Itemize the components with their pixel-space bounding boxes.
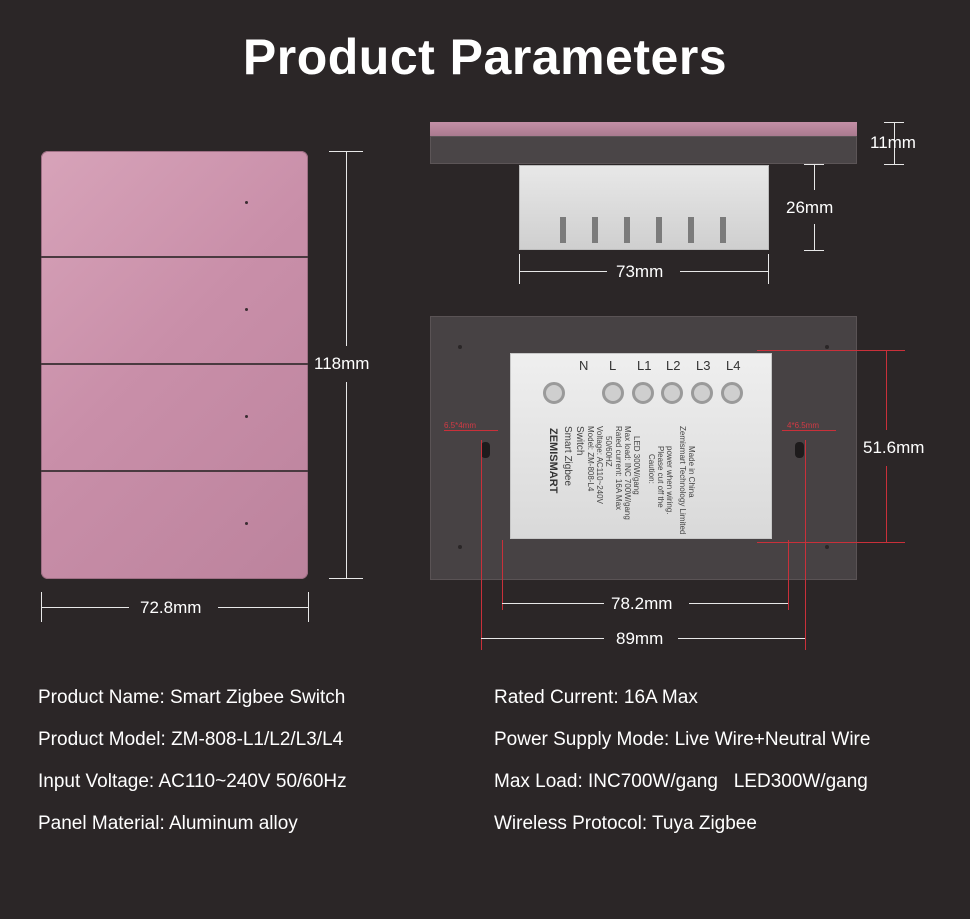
- side-depth-label: 26mm: [786, 198, 834, 217]
- gang-button-1: [41, 151, 308, 258]
- side-view-panel-edge: [430, 122, 857, 137]
- hole-left-label: 6.5*4mm: [444, 421, 477, 430]
- zigbee-module: N L L1 L2 L3 L4 ZEMISMART Smart Zigbee S…: [510, 353, 772, 539]
- module-slot: [688, 217, 694, 243]
- spec-input-voltage: Input Voltage: AC110~240V 50/60Hz: [38, 771, 347, 792]
- switch-front-panel: [41, 151, 308, 579]
- terminal-label: L1: [637, 358, 652, 373]
- module-slot: [656, 217, 662, 243]
- terminal-label: L2: [666, 358, 681, 373]
- dim-tick: [768, 254, 769, 284]
- module-slot: [592, 217, 598, 243]
- gang-button-4: [41, 472, 308, 577]
- module-text: Caution:: [647, 454, 656, 484]
- terminal-label: L: [609, 358, 617, 373]
- spec-max-load: Max Load: INC700W/gang LED300W/gang: [494, 771, 868, 792]
- terminal-screw: [602, 382, 624, 404]
- module-text: Made in China: [687, 446, 696, 498]
- module-text: Switch: [574, 426, 585, 456]
- indicator-dot: [245, 522, 248, 525]
- terminal-screw: [661, 382, 683, 404]
- red-line: [886, 466, 887, 542]
- dim-line: [680, 271, 768, 272]
- dim-tick: [308, 592, 309, 622]
- red-line: [757, 542, 905, 543]
- dim-line: [689, 603, 788, 604]
- terminal-label: L4: [726, 358, 741, 373]
- mount-hole: [795, 442, 804, 458]
- module-slot: [720, 217, 726, 243]
- module-text: Model: ZM-808-L4: [586, 426, 595, 492]
- dim-tick: [329, 578, 363, 579]
- gang-button-3: [41, 365, 308, 472]
- mount-hole: [481, 442, 490, 458]
- module-text: 50/60HZ: [604, 436, 613, 467]
- module-text: Max load: INC 700W/gang: [623, 426, 632, 520]
- module-text: Smart Zigbee: [562, 426, 573, 487]
- indicator-dot: [245, 201, 248, 204]
- screw-point: [458, 345, 462, 349]
- red-line: [805, 440, 806, 650]
- screw-point: [825, 345, 829, 349]
- indicator-dot: [245, 308, 248, 311]
- dim-line: [41, 607, 129, 608]
- panel-width-label: 72.8mm: [140, 598, 202, 617]
- module-slot: [560, 217, 566, 243]
- dim-tick: [884, 164, 904, 165]
- module-brand: ZEMISMART: [547, 428, 559, 494]
- module-text: power when wiring.: [665, 446, 674, 515]
- red-line: [886, 350, 887, 430]
- side-thickness-label: 11mm: [870, 133, 916, 152]
- page-title: Product Parameters: [242, 29, 728, 85]
- module-text: LED 300W/gang: [632, 436, 641, 495]
- module-text: Voltage: AC110~240V: [595, 426, 604, 504]
- red-line: [788, 540, 789, 610]
- back-height-label: 51.6mm: [863, 438, 925, 457]
- dim-line: [481, 638, 604, 639]
- terminal-screw: [632, 382, 654, 404]
- screw-point: [458, 545, 462, 549]
- module-text: Rated current: 16A Max: [614, 426, 623, 511]
- dim-line: [346, 151, 347, 346]
- red-line: [502, 540, 503, 610]
- spec-wireless-protocol: Wireless Protocol: Tuya Zigbee: [494, 813, 757, 834]
- terminal-screw: [721, 382, 743, 404]
- side-view-frame: [430, 136, 857, 164]
- module-text: Please cut off the: [656, 446, 665, 508]
- spec-rated-current: Rated Current: 16A Max: [494, 687, 698, 708]
- module-text: Zemismart Technology Limited: [678, 426, 687, 535]
- spec-power-supply: Power Supply Mode: Live Wire+Neutral Wir…: [494, 729, 871, 750]
- dim-line: [678, 638, 805, 639]
- dim-tick: [519, 254, 520, 284]
- red-line: [782, 430, 836, 431]
- terminal-screw: [691, 382, 713, 404]
- back-width-outer-label: 89mm: [616, 629, 664, 648]
- red-line: [757, 350, 905, 351]
- terminal-label: L3: [696, 358, 711, 373]
- dim-line: [894, 122, 895, 164]
- dim-tick: [804, 250, 824, 251]
- side-width-label: 73mm: [616, 262, 664, 281]
- dim-line: [519, 271, 607, 272]
- gang-button-2: [41, 258, 308, 365]
- terminal-screw: [543, 382, 565, 404]
- spec-panel-material: Panel Material: Aluminum alloy: [38, 813, 298, 834]
- dim-line: [814, 164, 815, 190]
- hole-right-label: 4*6.5mm: [787, 421, 820, 430]
- panel-height-label: 118mm: [314, 354, 370, 373]
- red-line: [444, 430, 498, 431]
- module-slot: [624, 217, 630, 243]
- back-width-inner-label: 78.2mm: [611, 594, 673, 613]
- indicator-dot: [245, 415, 248, 418]
- dim-line: [346, 382, 347, 578]
- screw-point: [825, 545, 829, 549]
- red-line: [481, 440, 482, 650]
- terminal-label: N: [579, 358, 589, 373]
- side-view-module: [519, 165, 769, 250]
- dim-line: [814, 224, 815, 250]
- dim-line: [218, 607, 308, 608]
- spec-product-name: Product Name: Smart Zigbee Switch: [38, 687, 346, 708]
- spec-product-model: Product Model: ZM-808-L1/L2/L3/L4: [38, 729, 344, 750]
- dim-line: [502, 603, 604, 604]
